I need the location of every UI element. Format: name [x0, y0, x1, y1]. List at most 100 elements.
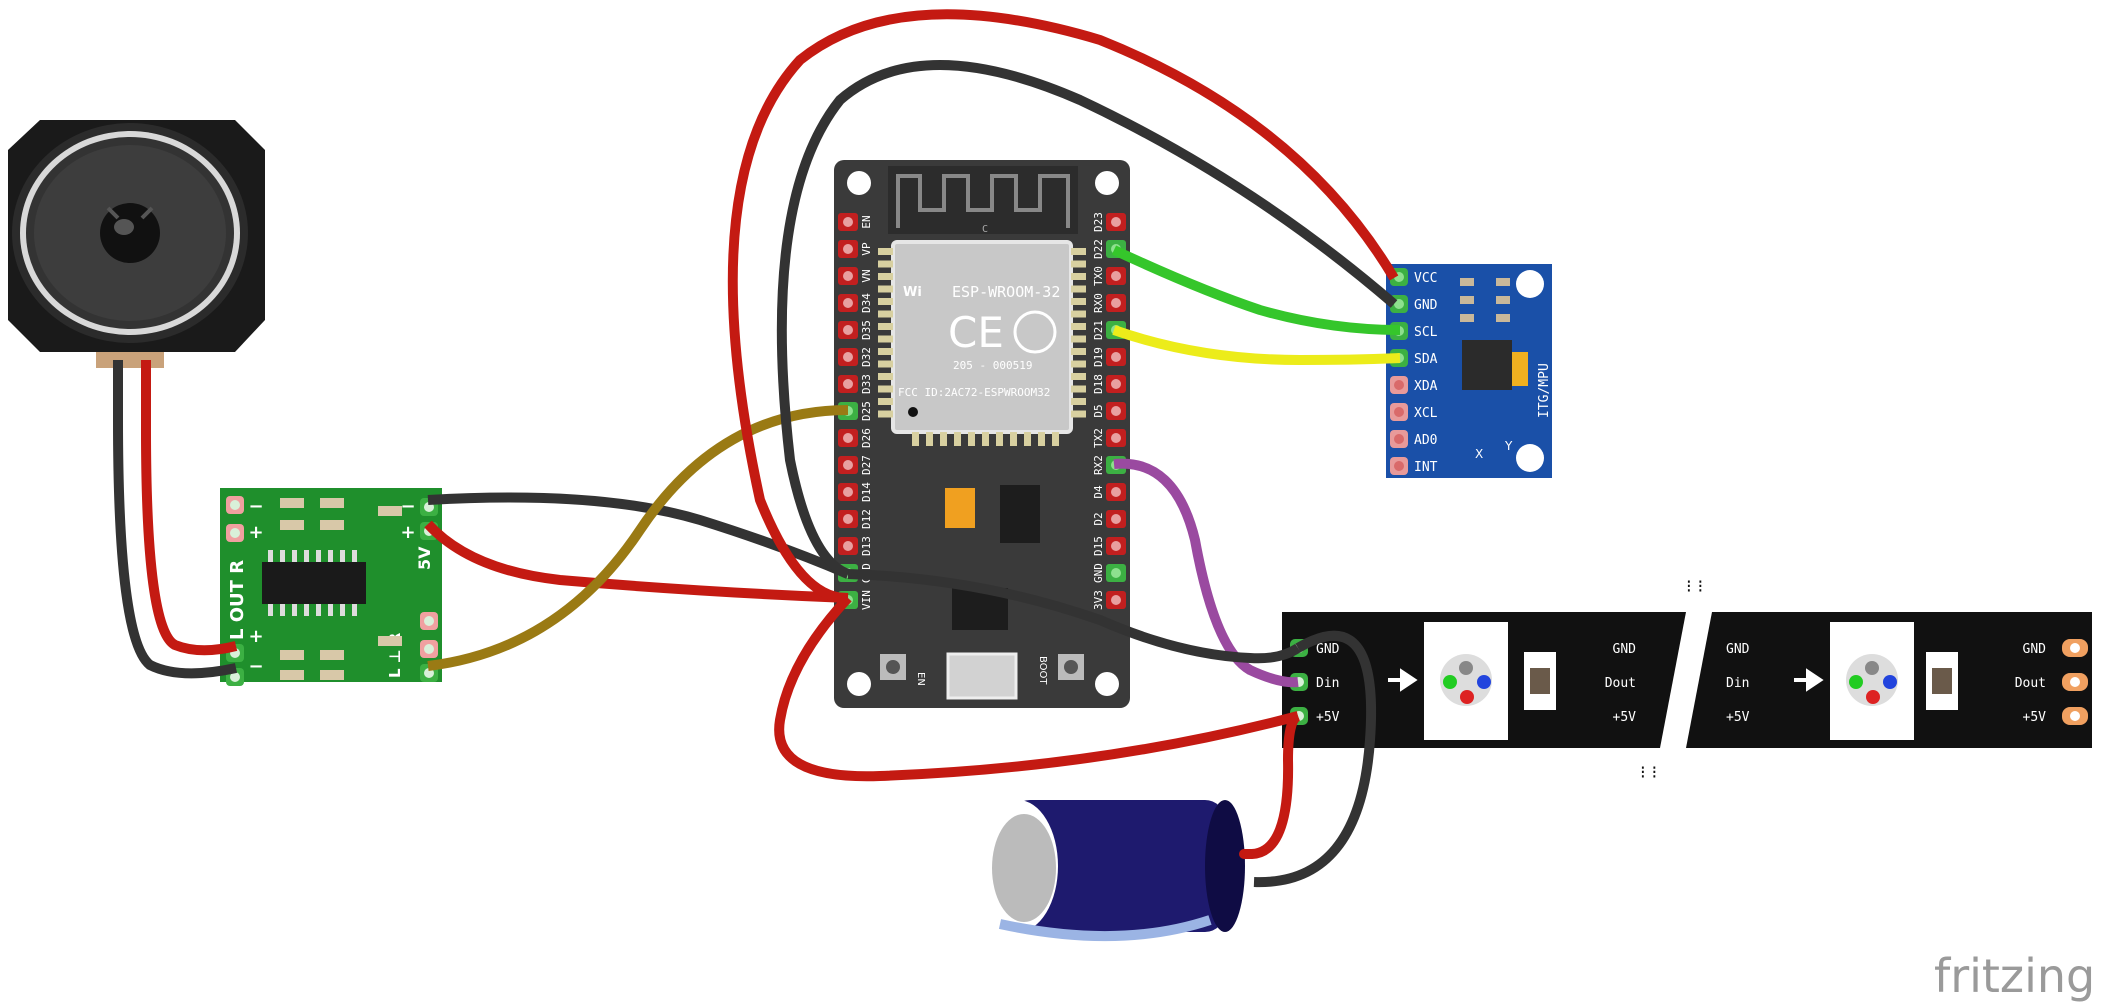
- esp-right-pin-hole: [1111, 433, 1121, 443]
- mpu-pin-hole: [1394, 380, 1404, 390]
- mpu-pin-label: AD0: [1414, 433, 1437, 448]
- esp-left-pin-hole: [843, 244, 853, 254]
- module-cert: 205 - 000519: [953, 359, 1032, 372]
- module-pad: [1024, 432, 1031, 446]
- mpu-smd: [1496, 278, 1510, 286]
- esp-left-pin-label: D12: [860, 509, 873, 529]
- speaker: [8, 120, 265, 368]
- esp-right-pin-label: TX0: [1092, 266, 1105, 286]
- esp-right-pin-label: 3V3: [1092, 590, 1105, 610]
- amp-smd: [378, 506, 402, 516]
- wire-audio-signal: [427, 405, 849, 671]
- module-pad: [912, 432, 919, 446]
- esp-right-pin-hole: [1111, 217, 1121, 227]
- mpu-pin-hole: [1394, 407, 1404, 417]
- esp-right-pin-label: RX0: [1092, 293, 1105, 313]
- esp-right-pin-hole: [1111, 568, 1121, 578]
- module-pad: [1071, 373, 1086, 380]
- module-pad: [878, 260, 893, 268]
- mpu-pin-label: GND: [1414, 298, 1438, 313]
- strip-pin-label: +5V: [1316, 710, 1340, 725]
- esp-left-pin-hole: [843, 514, 853, 524]
- fritzing-watermark: fritzing: [1934, 949, 2095, 1003]
- esp-left-pin-hole: [843, 487, 853, 497]
- mpu-smd: [1496, 296, 1510, 304]
- strip-pin-label: Din: [1726, 676, 1749, 691]
- wire-speaker-black: [113, 360, 238, 679]
- amp-pad-hole: [424, 616, 434, 626]
- wire-mpu-gnd: [776, 60, 1398, 579]
- mpu-axis-y: Y: [1504, 439, 1513, 453]
- esp-left-pin-label: D13: [860, 536, 873, 556]
- module-pad: [1071, 285, 1086, 293]
- amp-pad-hole: [424, 644, 434, 654]
- esp-right-pin-hole: [1111, 352, 1121, 362]
- wire-strip-gnd: [847, 569, 1301, 664]
- amp-smd: [280, 520, 304, 530]
- amp-smd: [320, 520, 344, 530]
- wire-i2c-sda: [1112, 325, 1401, 366]
- strip-pin-label: Din: [1316, 676, 1339, 691]
- module-pad: [926, 432, 933, 446]
- en-label: EN: [915, 672, 926, 686]
- module-pad: [878, 273, 893, 280]
- module-pad: [1071, 385, 1086, 393]
- module-pad: [878, 398, 893, 405]
- chip-pin: [292, 604, 297, 616]
- chip-pin: [292, 550, 297, 562]
- chip-pin: [304, 604, 309, 616]
- esp-right-pin-label: D4: [1092, 485, 1105, 499]
- amp-polarity-label: −: [248, 496, 263, 517]
- esp-right-pin-hole: [1111, 541, 1121, 551]
- mpu-pin-label: SCL: [1414, 325, 1438, 340]
- strip-pin-label: +5V: [1613, 710, 1637, 725]
- amp-smd: [280, 670, 304, 680]
- esp-right-pin-hole: [1111, 487, 1121, 497]
- module-pad: [1071, 248, 1086, 255]
- esp-right-pin-label: D23: [1092, 212, 1105, 232]
- wifi-logo-icon: Wi: [903, 285, 922, 300]
- strip-pin-label: +5V: [1726, 710, 1750, 725]
- esp-right-pin-label: GND: [1092, 563, 1105, 583]
- module-pad: [878, 310, 893, 318]
- certification-icon: [1013, 310, 1057, 354]
- esp-right-pin-label: D21: [1092, 320, 1105, 340]
- arrow-icon: [1388, 668, 1418, 692]
- module-pad: [878, 323, 893, 330]
- module-pad: [1071, 273, 1086, 280]
- esp-right-pin-hole: [1111, 379, 1121, 389]
- esp-left-pin-hole: [843, 433, 853, 443]
- amp-polarity-label: +: [248, 522, 263, 543]
- module-pad: [982, 432, 989, 446]
- esp-right-pin-label: D19: [1092, 347, 1105, 367]
- module-pad: [878, 385, 893, 393]
- strip-output-pad-hole: [2070, 677, 2080, 687]
- mpu-pin-hole: [1394, 299, 1404, 309]
- chip-pin: [352, 550, 357, 562]
- module-pad: [1071, 398, 1086, 405]
- wires: [113, 9, 1401, 888]
- esp-left-pin-label: D35: [860, 320, 873, 340]
- mpu-pin-label: XDA: [1414, 379, 1438, 394]
- wire-cap-vcc: [1239, 711, 1301, 859]
- module-pad: [1071, 410, 1086, 418]
- mpu-board-label: ITG/MPU: [1537, 363, 1552, 418]
- strip-pin-label: GND: [1316, 642, 1340, 657]
- mpu-smd: [1460, 296, 1474, 304]
- amp-smd: [280, 498, 304, 508]
- chip-pin: [280, 604, 285, 616]
- module-pad: [1071, 310, 1086, 318]
- esp32-board: C ESP-WROOM-32 Wi CE 205 - 000519 FCC ID…: [834, 160, 1130, 708]
- mpu-chip: [1462, 340, 1512, 390]
- arrow-icon: [1794, 668, 1824, 692]
- module-pad: [878, 248, 893, 255]
- amp-chip: [262, 562, 366, 604]
- module-pad: [878, 373, 893, 380]
- break-mark-bottom: ⁝ ⁝: [1640, 762, 1657, 783]
- wire-speaker-red: [141, 360, 238, 656]
- chip-pin: [328, 550, 333, 562]
- module-pad: [878, 348, 893, 355]
- antenna-label: C: [982, 224, 988, 235]
- strip-pin-label: GND: [2023, 642, 2047, 657]
